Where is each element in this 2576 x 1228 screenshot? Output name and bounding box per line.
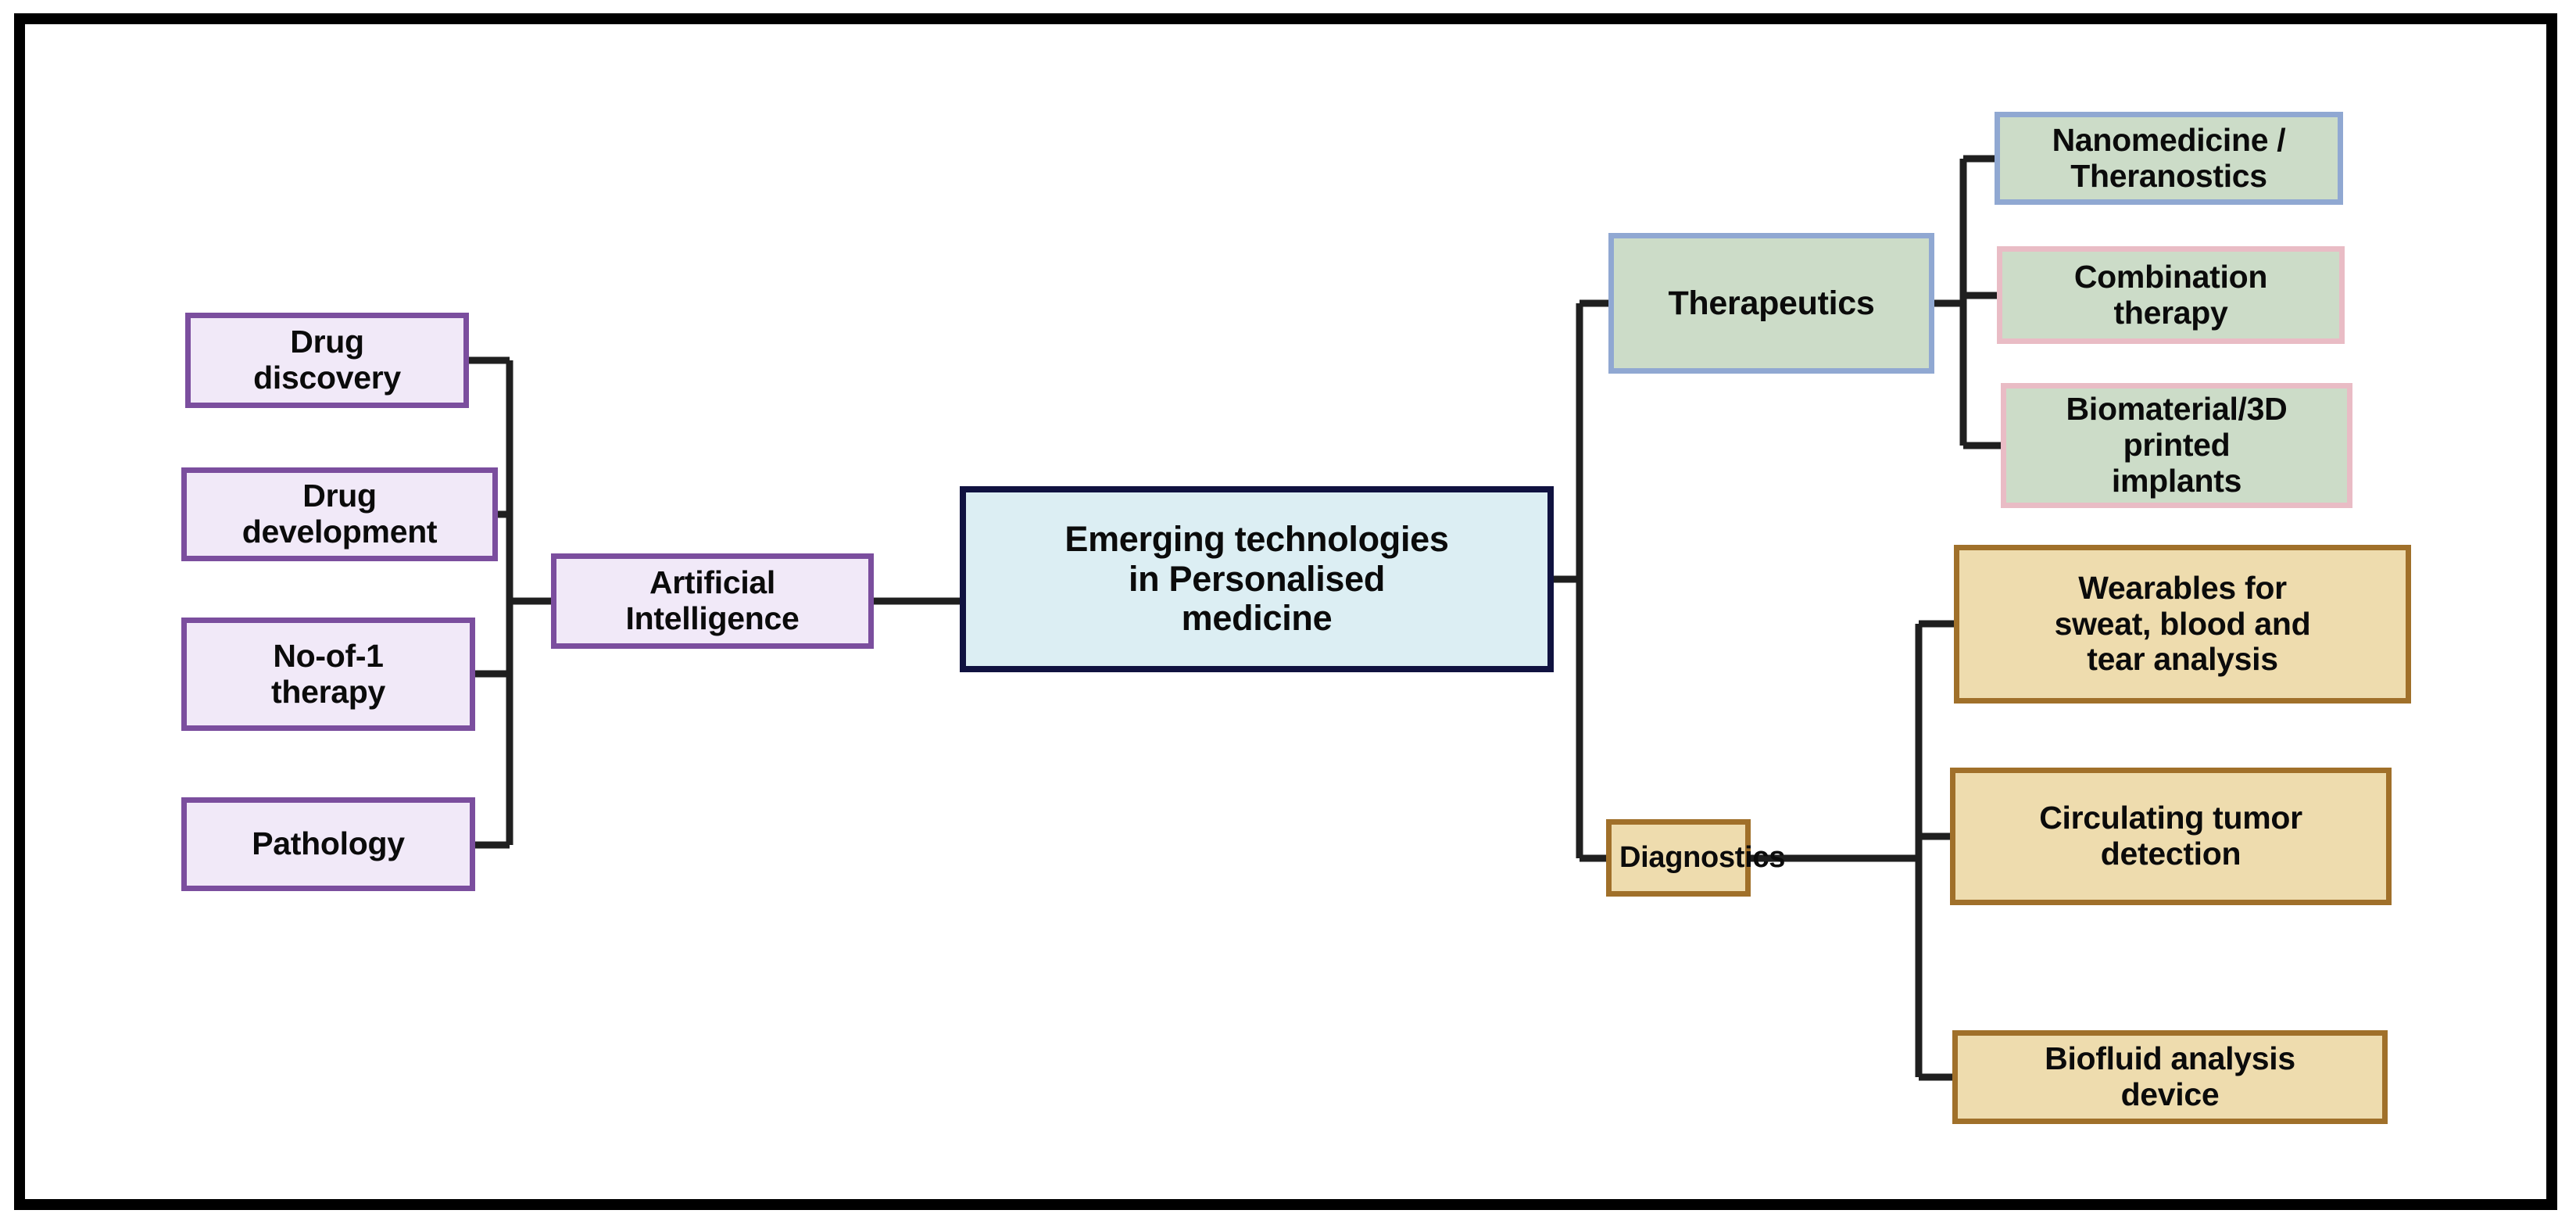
node-n-of-1-therapy-label: No-of-1 therapy <box>270 637 385 710</box>
node-diagnostics-label: Diagnostics <box>1619 841 1786 875</box>
diagram-outer-frame <box>14 13 2557 1210</box>
node-drug-discovery-label: Drug discovery <box>253 324 401 396</box>
node-combination-therapy[interactable]: Combination therapy <box>1997 246 2345 344</box>
node-biofluid-analysis-device[interactable]: Biofluid analysis device <box>1952 1030 2388 1124</box>
node-pathology[interactable]: Pathology <box>181 797 475 891</box>
node-nanomedicine-theranostics[interactable]: Nanomedicine / Theranostics <box>1995 112 2343 205</box>
node-diagnostics[interactable]: Diagnostics <box>1606 819 1786 897</box>
node-therapeutics-label: Therapeutics <box>1668 284 1875 322</box>
node-biofluid-analysis-device-label: Biofluid analysis device <box>2045 1040 2295 1112</box>
node-circulating-tumor-detection[interactable]: Circulating tumor detection <box>1950 768 2392 905</box>
node-wearables-sweat-blood-tear[interactable]: Wearables for sweat, blood and tear anal… <box>1954 545 2411 704</box>
node-artificial-intelligence[interactable]: Artificial Intelligence <box>551 553 874 649</box>
node-emerging-technologies-label: Emerging technologies in Personalised me… <box>1064 519 1449 639</box>
node-biomaterial-3d-printed-implants[interactable]: Biomaterial/3D printed implants <box>2001 383 2352 508</box>
node-drug-development[interactable]: Drug development <box>181 467 498 561</box>
node-circulating-tumor-detection-label: Circulating tumor detection <box>2039 800 2302 872</box>
node-artificial-intelligence-label: Artificial Intelligence <box>625 564 800 636</box>
node-therapeutics[interactable]: Therapeutics <box>1608 233 1934 374</box>
node-drug-discovery[interactable]: Drug discovery <box>185 313 469 408</box>
node-wearables-sweat-blood-tear-label: Wearables for sweat, blood and tear anal… <box>2054 569 2311 678</box>
node-combination-therapy-label: Combination therapy <box>2073 258 2268 331</box>
node-emerging-technologies[interactable]: Emerging technologies in Personalised me… <box>960 486 1554 672</box>
node-pathology-label: Pathology <box>252 825 405 862</box>
node-drug-development-label: Drug development <box>242 478 438 550</box>
node-nanomedicine-theranostics-label: Nanomedicine / Theranostics <box>2052 121 2286 194</box>
node-n-of-1-therapy[interactable]: No-of-1 therapy <box>181 618 475 731</box>
node-biomaterial-3d-printed-implants-label: Biomaterial/3D printed implants <box>2066 391 2288 499</box>
